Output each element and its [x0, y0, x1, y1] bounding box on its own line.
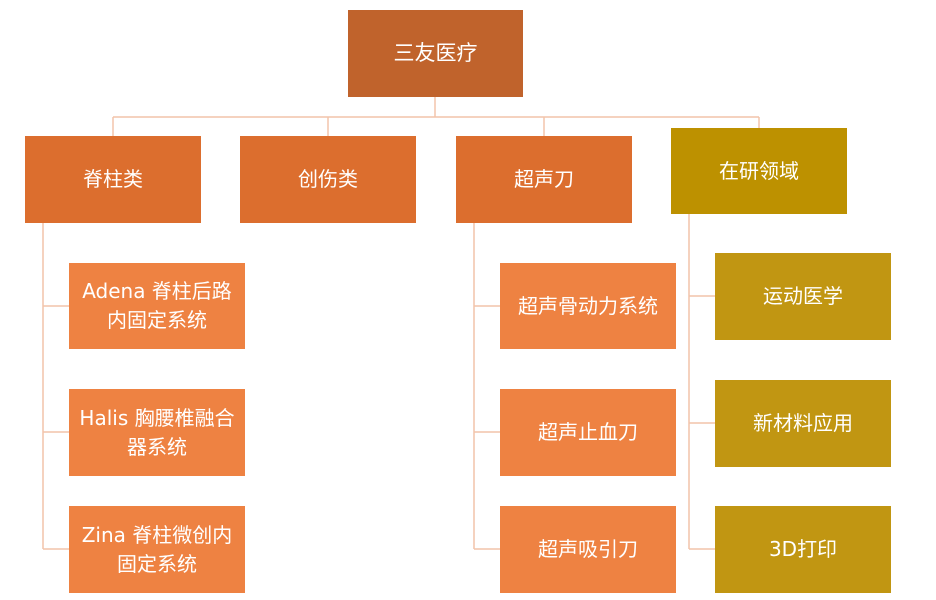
ultrasonic-item-label: 超声止血刀	[538, 420, 638, 444]
spine-item-node: Zina 脊柱微创内固定系统	[69, 506, 245, 593]
research-item-label: 新材料应用	[753, 411, 853, 435]
ultrasonic-item-node: 超声止血刀	[500, 389, 676, 476]
spine-item-label: Zina 脊柱微创内固定系统	[81, 522, 233, 576]
category-label: 脊柱类	[83, 167, 143, 191]
category-label: 创伤类	[298, 167, 358, 191]
category-label: 超声刀	[514, 167, 574, 191]
research-item-label: 运动医学	[763, 284, 843, 308]
spine-item-label: Adena 脊柱后路内固定系统	[82, 279, 232, 332]
research-item-node: 运动医学	[715, 253, 891, 340]
category-node-trauma: 创伤类	[240, 136, 416, 223]
ultrasonic-item-label: 超声骨动力系统	[518, 293, 658, 318]
root-label: 三友医疗	[393, 41, 478, 66]
category-node-spine: 脊柱类	[25, 136, 201, 223]
spine-item-node: Halis 胸腰椎融合器系统	[69, 389, 245, 476]
research-item-node: 新材料应用	[715, 380, 891, 467]
category-label: 在研领域	[719, 158, 799, 183]
ultrasonic-item-node: 超声吸引刀	[500, 506, 676, 593]
category-node-research: 在研领域	[671, 128, 847, 214]
root-node: 三友医疗	[348, 10, 523, 97]
category-node-ultrasonic: 超声刀	[456, 136, 632, 223]
ultrasonic-item-node: 超声骨动力系统	[500, 263, 676, 349]
research-item-node: 3D打印	[715, 506, 891, 593]
spine-item-label: Halis 胸腰椎融合器系统	[79, 405, 235, 459]
research-item-label: 3D打印	[768, 537, 838, 561]
ultrasonic-item-label: 超声吸引刀	[538, 537, 638, 561]
spine-item-node: Adena 脊柱后路内固定系统	[69, 263, 245, 349]
